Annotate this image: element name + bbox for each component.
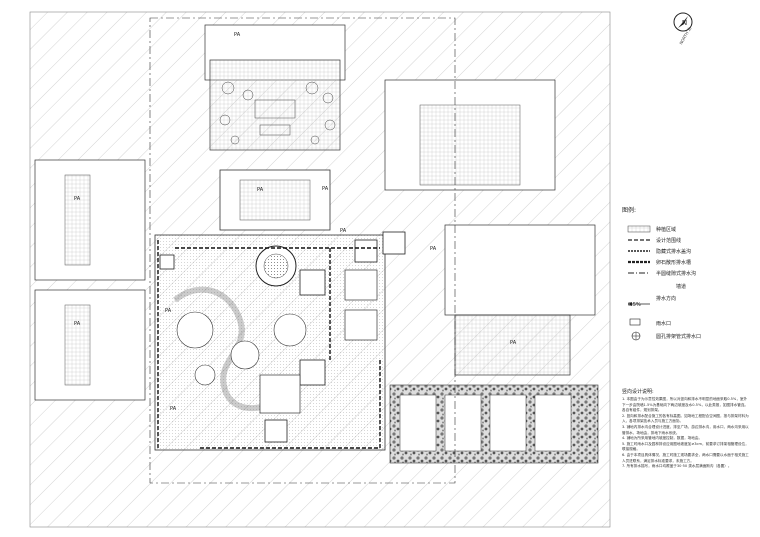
drainage-channels xyxy=(157,240,381,449)
legend-label-hidden-drain: 隐藏式排水盖沟 xyxy=(656,249,692,255)
central-pavilion-inner xyxy=(239,179,311,221)
legend-label-wall: 墙道 xyxy=(676,284,687,290)
area-label-7: PA xyxy=(510,340,517,346)
area-label-5: PA xyxy=(165,308,172,314)
legend-label-gravel-drain: 卵石散形排水槽 xyxy=(656,260,692,266)
area-label-2: PA xyxy=(257,187,264,193)
legend-label-inlet: 雨水口 xyxy=(656,321,672,327)
east-plaza xyxy=(454,314,571,376)
area-label-3: PA xyxy=(74,196,81,202)
garden-trees xyxy=(176,311,307,386)
west-corridor-south xyxy=(64,304,91,386)
legend-label-slot-drain: 半圆缝隙式排水沟 xyxy=(656,271,697,277)
east-annex xyxy=(444,224,596,316)
lobby-furniture-zone xyxy=(209,59,341,151)
north-letter: N xyxy=(682,20,687,27)
notes-title: 竖向设计说明: xyxy=(622,389,654,395)
square-planters xyxy=(159,231,406,443)
area-label-10: PA xyxy=(430,246,437,252)
legend-title: 图例: xyxy=(622,207,637,214)
west-corridor-north xyxy=(64,174,91,266)
area-label-9: PA xyxy=(322,186,329,192)
east-pavilion-2 xyxy=(344,309,378,341)
legend-label-planting: 种植区域 xyxy=(656,227,677,233)
east-building-grid xyxy=(419,104,521,186)
fountain-center xyxy=(263,253,289,279)
note-item: 7. 所有排水描写，雨水口均覆盖于30·50 类水层满面斯沟（各置）。 xyxy=(622,464,732,469)
main-courtyard-edge xyxy=(154,234,386,451)
legend-slope-value: 0.5% xyxy=(628,302,641,308)
legend-label-boundary: 设计范围线 xyxy=(656,238,682,244)
design-boundary xyxy=(149,17,456,484)
note-item: 1. 本图由于为示意性效果图，所以对竖向和排水不明显的地面采取0.5%，室外下一… xyxy=(622,397,749,413)
lobby-furniture xyxy=(219,81,336,145)
area-label-4: PA xyxy=(74,321,81,327)
design-notes: 1. 本图由于为示意性效果图，所以对竖向和排水不明显的地面采取0.5%，室外下一… xyxy=(622,397,750,470)
legend-symbols xyxy=(627,225,651,341)
planting-bed-boxes xyxy=(399,394,572,452)
note-item: 6. 由于本项目具体情况，施工时施工现场要求全，两水口需要以水面于相关施工人员进… xyxy=(622,452,749,463)
area-label-6: PA xyxy=(170,406,177,412)
note-item: 3. 铺地内排水沟合理设计进度，排至广场，游边排水沟，用水口，两水沟采用以管排水… xyxy=(622,424,749,435)
east-pavilion-1 xyxy=(344,269,378,301)
drawing-border xyxy=(29,11,611,528)
note-item: 2. 竖向和排水配合施工的各有标高图。如场地工程配合空间图，按与排架材料为入，各… xyxy=(622,413,749,424)
area-label-1: PA xyxy=(234,32,241,38)
north-arrow-needle-icon xyxy=(678,16,688,28)
south-pavilion xyxy=(259,374,301,414)
note-item: 5. 施工时雨水口及园林排设应用图地坡度加≥3cm，前要求订排架相管理设位，联接… xyxy=(622,441,749,452)
legend-label-round-outlet: 圆孔排架管式排水口 xyxy=(656,334,702,340)
legend-label-flow: 排水方向 xyxy=(656,296,677,302)
area-label-8: PA xyxy=(340,228,347,234)
note-item: 4. 铺地为所采用管地内坡度控制，数据，场地由。 xyxy=(622,436,703,441)
